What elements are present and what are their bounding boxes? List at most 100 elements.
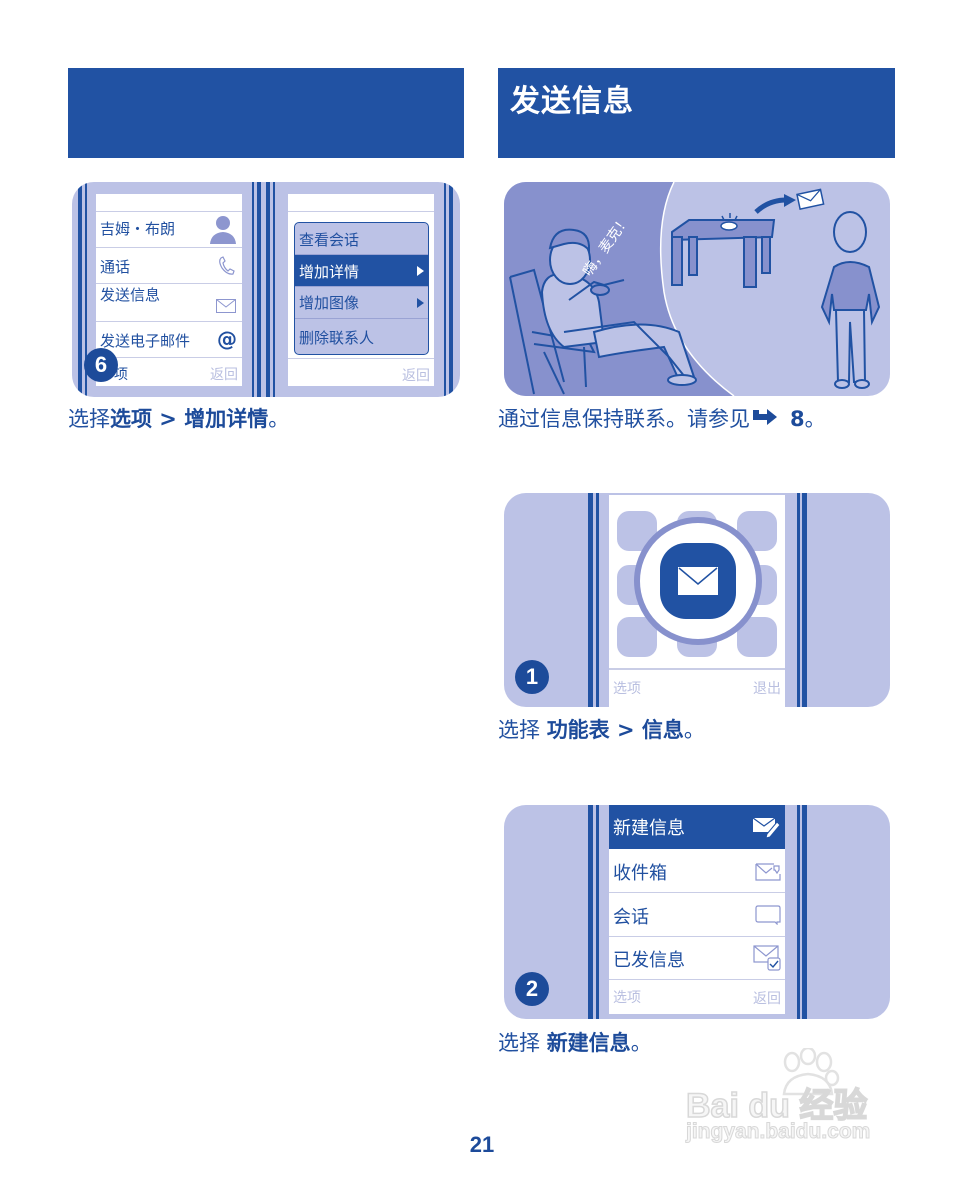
paw-logo-icon (782, 1048, 840, 1096)
phone-edge-line (596, 805, 599, 1019)
caption-text: 。 (268, 407, 290, 431)
status-bar (96, 194, 242, 212)
step6-illustration-panel: 吉姆・布朗 通话 发送信息 发送电子邮件 @ 项 返回 (72, 182, 460, 397)
caption-text: 。 (804, 407, 826, 431)
back-softkey[interactable]: 返回 (753, 991, 781, 1007)
step-number-badge: 6 (84, 348, 118, 382)
section-title-send-message: 发送信息 (510, 84, 634, 119)
person-icon (210, 216, 236, 244)
conversation-icon (755, 905, 781, 925)
phone-edge-line (802, 493, 807, 707)
options-softkey[interactable]: 选项 (613, 681, 641, 697)
menu-item-label: 增加图像 (299, 294, 360, 312)
caption-text: 选择 (498, 718, 547, 742)
messaging-icon (678, 567, 718, 595)
caption-add-details-keyword: 增加详情 (184, 407, 269, 431)
caption-text: 通过信息保持联系。请参见 (498, 407, 750, 431)
send-message-label: 发送信息 (100, 286, 161, 304)
caption-menu-keyword: 功能表 (546, 718, 610, 742)
intro-illustration-panel: 嗨，麦克！ (504, 182, 890, 396)
softkey-bar: 返回 (288, 358, 434, 386)
new-message-icon (753, 817, 781, 838)
menu-item-sent[interactable]: 已发信息 (609, 937, 785, 980)
status-bar (288, 194, 434, 212)
phone-edge-line (588, 493, 593, 707)
send-email-label: 发送电子邮件 (100, 332, 191, 350)
menu-item-label: 新建信息 (613, 818, 685, 839)
envelope-icon (216, 299, 236, 313)
back-softkey[interactable]: 返回 (402, 368, 430, 384)
options-softkey[interactable]: 项 (114, 367, 128, 383)
main-menu-screen: 选项 退出 (609, 495, 785, 707)
menu-item-delete-contact[interactable]: 删除联系人 (295, 319, 428, 354)
options-menu-screen: 查看会话 增加详情 增加图像 删除联系人 返回 (288, 194, 434, 386)
menu-item-label: 收件箱 (613, 863, 667, 884)
contact-name-row[interactable]: 吉姆・布朗 (96, 212, 242, 248)
softkey-bar: 选项 退出 (609, 668, 785, 707)
phone-edge-line (797, 805, 800, 1019)
phone-edge-line (802, 805, 807, 1019)
step6-caption: 选择选项 > 增加详情。 (68, 403, 289, 433)
menu-item-label: 删除联系人 (299, 329, 375, 347)
menu-item-label: 已发信息 (613, 950, 685, 971)
send-message-row[interactable]: 发送信息 (96, 284, 242, 322)
phone-edge-line (266, 182, 270, 397)
submenu-arrow-icon (417, 298, 424, 308)
options-popup-menu: 查看会话 增加详情 增加图像 删除联系人 (294, 222, 429, 355)
arrow-right-icon (753, 409, 777, 425)
phone-edge-line (797, 493, 800, 707)
caption-text: 选择 (498, 1031, 547, 1055)
menu-item-add-image[interactable]: 增加图像 (295, 287, 428, 319)
phone-edge-line (449, 182, 453, 397)
phone-edge-line (78, 182, 82, 397)
menu-item-view-conversation[interactable]: 查看会话 (295, 223, 428, 255)
exit-softkey[interactable]: 退出 (753, 681, 781, 697)
phone-edge-line (588, 805, 593, 1019)
contact-name: 吉姆・布朗 (100, 220, 176, 238)
call-label: 通话 (100, 258, 131, 276)
caption-text: 选择 (68, 407, 110, 431)
caption-separator: > (609, 718, 642, 742)
menu-item-label: 会话 (613, 907, 649, 928)
step-number-badge: 2 (515, 972, 549, 1006)
caption-text: 。 (630, 1031, 652, 1055)
messaging-menu-screen: 新建信息 收件箱 会话 已发信息 (609, 805, 785, 1014)
menu-item-new-message[interactable]: 新建信息 (609, 805, 785, 849)
intro-caption: 通过信息保持联系。请参见 8。 (498, 403, 826, 433)
inbox-icon (755, 863, 781, 881)
caption-new-message-keyword: 新建信息 (546, 1031, 631, 1055)
phone-edge-line (85, 182, 87, 397)
call-row[interactable]: 通话 (96, 248, 242, 284)
phone-edge-line (252, 182, 254, 397)
right-section-header: 发送信息 (498, 68, 895, 158)
sent-icon (753, 945, 781, 971)
caption-text: 。 (683, 718, 705, 742)
step2-caption: 选择 新建信息。 (498, 1027, 652, 1057)
watermark-brand: Bai du 经验 (685, 1086, 868, 1126)
reference-page-number[interactable]: 8 (790, 407, 805, 431)
step-number-badge: 1 (515, 660, 549, 694)
softkey-bar: 选项 返回 (609, 980, 785, 1014)
options-softkey[interactable]: 选项 (613, 990, 641, 1006)
phone-edge-line (596, 493, 599, 707)
menu-item-add-details[interactable]: 增加详情 (295, 255, 428, 287)
phone-edge-line (444, 182, 446, 397)
menu-item-label: 查看会话 (299, 231, 360, 249)
menu-item-conversations[interactable]: 会话 (609, 893, 785, 937)
caption-options-keyword: 选项 (110, 407, 152, 431)
messaging-app-button[interactable] (660, 543, 736, 619)
watermark-url: jingyan.baidu.com (685, 1120, 871, 1144)
contact-details-screen: 吉姆・布朗 通话 发送信息 发送电子邮件 @ 项 返回 (96, 194, 242, 386)
back-softkey[interactable]: 返回 (210, 367, 238, 383)
phone-edge-line (257, 182, 261, 397)
send-email-row[interactable]: 发送电子邮件 @ (96, 322, 242, 358)
baidu-watermark: Bai du 经验 jingyan.baidu.com (685, 1048, 908, 1148)
step2-illustration-panel: 新建信息 收件箱 会话 已发信息 (504, 805, 890, 1019)
step1-illustration-panel: 选项 退出 1 (504, 493, 890, 707)
at-icon: @ (217, 327, 237, 351)
menu-item-label: 增加详情 (299, 263, 360, 281)
softkey-bar: 项 返回 (96, 358, 242, 386)
caption-messaging-keyword: 信息 (641, 718, 684, 742)
step1-caption: 选择 功能表 > 信息。 (498, 714, 705, 744)
menu-item-inbox[interactable]: 收件箱 (609, 849, 785, 893)
